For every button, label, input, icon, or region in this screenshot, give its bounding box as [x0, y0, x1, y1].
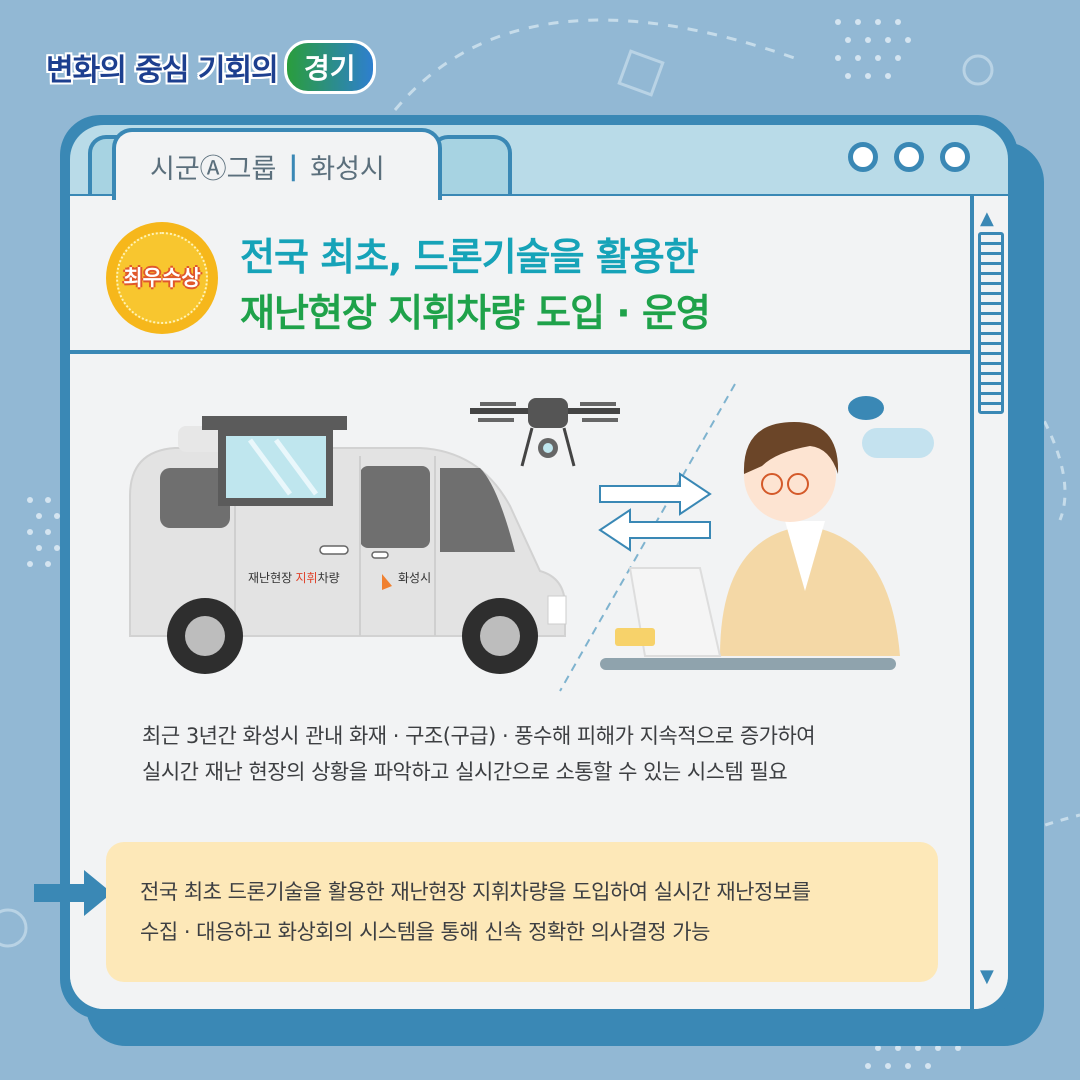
van-label-prefix: 재난현장 [248, 571, 296, 585]
scroll-down-icon[interactable]: ▼ [980, 966, 994, 987]
description-line1: 최근 3년간 화성시 관내 화재 · 구조(구급) · 풍수해 피해가 지속적으… [142, 724, 816, 748]
tab-back-right [430, 135, 512, 201]
van-label-highlight: 지휘 [296, 571, 318, 585]
result-line1: 전국 최초 드론기술을 활용한 재난현장 지휘차량을 도입하여 실시간 재난정보… [140, 880, 811, 904]
tab-city-label: 화성시 [310, 153, 385, 185]
scroll-up-icon[interactable]: ▲ [980, 208, 994, 229]
van-label: 재난현장 지휘차량 [248, 571, 340, 585]
description-line2: 실시간 재난 현장의 상황을 파악하고 실시간으로 소통할 수 있는 시스템 필… [142, 760, 788, 784]
description: 최근 3년간 화성시 관내 화재 · 구조(구급) · 풍수해 피해가 지속적으… [142, 718, 942, 790]
tab-active[interactable]: 시군Ⓐ그룹 | 화성시 [112, 128, 442, 200]
logo-badge: 경기 [283, 40, 376, 94]
award-medal-inner [116, 232, 208, 324]
window-controls [848, 142, 970, 172]
page-title-line1: 전국 최초, 드론기술을 활용한 [240, 235, 699, 279]
person-icon [600, 396, 934, 670]
window-dot-icon[interactable] [848, 142, 878, 172]
van-logo-text: 화성시 [398, 571, 431, 585]
gyeonggi-logo: 변화의 중심 기회의 경기 [46, 40, 376, 94]
header-divider [70, 350, 970, 354]
drone-icon [470, 398, 620, 467]
van-icon [129, 416, 567, 674]
scroll-thumb[interactable] [978, 232, 1004, 414]
window-dot-icon[interactable] [940, 142, 970, 172]
page-title-line2: 재난현장 지휘차량 도입 · 운영 [240, 291, 711, 335]
logo-slogan: 변화의 중심 기회의 [46, 53, 279, 88]
arrow-right-icon [34, 870, 112, 916]
illustration: 재난현장 지휘차량 화성시 [129, 383, 934, 692]
result-box [106, 842, 938, 982]
window-dot-icon[interactable] [894, 142, 924, 172]
award-label: 최우수상 [123, 266, 201, 290]
tab-separator: | [288, 150, 299, 182]
result-line2: 수집 · 대응하고 화상회의 시스템을 통해 신속 정확한 의사결정 가능 [140, 920, 710, 944]
van-label-suffix: 차량 [318, 571, 340, 585]
tab-group-label: 시군Ⓐ그룹 [150, 153, 277, 185]
result-text: 전국 최초 드론기술을 활용한 재난현장 지휘차량을 도입하여 실시간 재난정보… [140, 872, 930, 952]
